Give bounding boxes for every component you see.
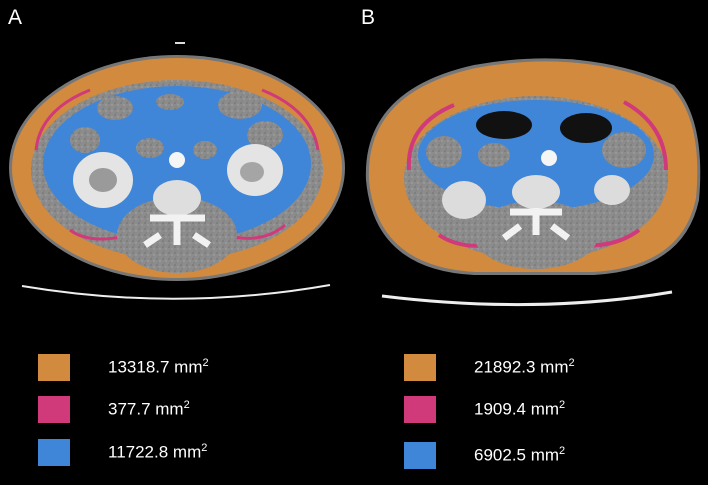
bowel-loop bbox=[218, 91, 262, 119]
panel-label-a: A bbox=[8, 6, 23, 29]
right-kidney bbox=[594, 175, 630, 205]
legend-swatch bbox=[404, 441, 436, 469]
aorta bbox=[541, 150, 557, 166]
bowel-loop bbox=[193, 141, 217, 159]
legend-value: 377.7 mm bbox=[108, 399, 184, 419]
intramuscular-fat-region bbox=[406, 103, 455, 171]
bowel-loop bbox=[70, 127, 100, 153]
legend-row-subcutaneous-a: 13318.7 mm2 bbox=[38, 352, 209, 382]
legend-row-visceral-b: 6902.5 mm2 bbox=[404, 440, 565, 470]
bowel-loop bbox=[156, 94, 184, 110]
bowel-loop bbox=[602, 132, 646, 168]
ct-scan-a bbox=[9, 42, 345, 300]
bowel-loop bbox=[478, 143, 510, 167]
legend-row-intramuscular-b: 1909.4 mm2 bbox=[404, 394, 565, 424]
bowel-gas bbox=[476, 111, 532, 139]
legend-value: 21892.3 mm bbox=[474, 357, 569, 377]
panel-label-b: B bbox=[361, 6, 376, 29]
vertebra-processes bbox=[143, 214, 211, 248]
left-kidney bbox=[442, 181, 486, 219]
legend-swatch bbox=[404, 353, 436, 381]
legend-value: 6902.5 mm bbox=[474, 445, 560, 465]
scanner-table bbox=[381, 290, 673, 307]
bowel-loop bbox=[97, 96, 133, 120]
legend-value: 13318.7 mm bbox=[108, 357, 203, 377]
scanner-table bbox=[21, 284, 331, 300]
legend-swatch bbox=[404, 395, 436, 423]
bowel-loop bbox=[426, 136, 462, 168]
intramuscular-fat-region bbox=[34, 88, 91, 151]
vertebra-processes bbox=[501, 208, 571, 241]
bowel-loop bbox=[136, 138, 164, 158]
vertebral-body bbox=[512, 175, 560, 209]
legend-value: 11722.8 mm bbox=[108, 442, 202, 462]
legend-swatch bbox=[38, 395, 70, 423]
vertebral-body bbox=[153, 180, 201, 216]
legend-swatch bbox=[38, 438, 70, 466]
legend-row-visceral-a: 11722.8 mm2 bbox=[38, 437, 207, 467]
legend-swatch bbox=[38, 353, 70, 381]
aorta bbox=[169, 152, 185, 168]
ct-scan-b bbox=[365, 58, 701, 307]
legend-value: 1909.4 mm bbox=[474, 399, 560, 419]
bowel-gas bbox=[560, 113, 612, 143]
bowel-loop bbox=[247, 121, 283, 149]
legend-row-intramuscular-a: 377.7 mm2 bbox=[38, 394, 190, 424]
legend-row-subcutaneous-b: 21892.3 mm2 bbox=[404, 352, 575, 382]
